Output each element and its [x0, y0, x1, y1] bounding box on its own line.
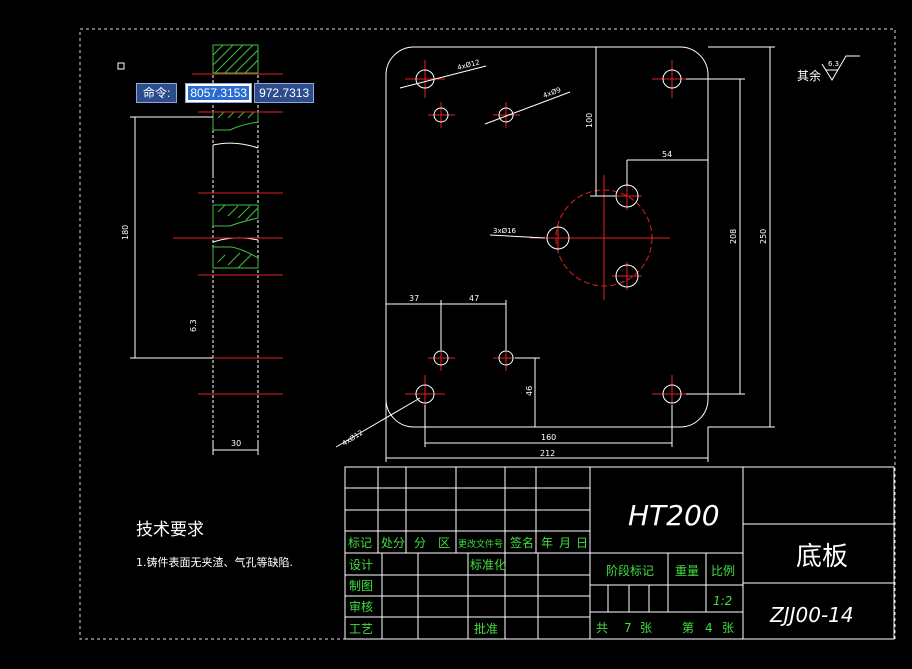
stage-mark-label: 阶段标记 [606, 563, 654, 578]
sheets-unit-1: 张 [640, 621, 652, 635]
dim-180-text: 180 [121, 225, 130, 240]
row-process: 工艺 [349, 622, 373, 636]
hdr-day: 日 [576, 536, 588, 550]
command-label: 命令: [136, 83, 178, 103]
hdr-mark: 标记 [348, 536, 372, 550]
tech-req-line1: 1.铸件表面无夹渣、气孔等缺陷. [136, 555, 293, 569]
hdr-count: 处分 [381, 536, 405, 550]
plate-holes [415, 69, 682, 404]
weight-label: 重量 [675, 564, 699, 578]
dim-6-3-side-text: 6.3 [189, 319, 198, 332]
sheets-total: 7 [624, 621, 632, 635]
front-dimension-lines [335, 46, 775, 462]
hdr-partition-1: 分 [414, 536, 426, 550]
dim-46-text: 46 [525, 386, 534, 396]
y-coordinate-input[interactable]: 972.7313 [254, 83, 315, 103]
dim-160-text: 160 [541, 433, 556, 442]
standardize-label: 标准化 [470, 558, 506, 572]
title-block-grid [344, 466, 895, 640]
side-centerlines [173, 73, 283, 395]
hdr-sign: 签名 [510, 535, 534, 550]
dim-4x12-top-text: 4xØ12 [456, 58, 480, 72]
ucs-marker [117, 62, 125, 70]
hdr-month: 月 [559, 536, 571, 550]
dim-3x16-text: 3xØ16 [493, 227, 517, 235]
sheets-current-prefix: 第 [682, 621, 694, 635]
roughness-rest-label: 其余 [797, 68, 821, 83]
x-coordinate-input[interactable]: 8057.3153 [185, 83, 253, 103]
dim-54-text: 54 [662, 150, 672, 159]
dim-4x9-text: 4xØ9 [542, 86, 562, 100]
title-block-labels: 标记 处分 分 区 更改文件号 签名 年 月 日 设计 制图 审核 工艺 标准化… [348, 535, 735, 636]
hdr-change-doc: 更改文件号 [458, 538, 503, 550]
hdr-partition-2: 区 [438, 536, 450, 550]
roughness-symbol-icon [821, 55, 860, 81]
sheets-total-prefix: 共 [596, 621, 608, 635]
row-check: 审核 [349, 599, 373, 614]
drawing-number-text: ZJJ00-14 [769, 603, 854, 627]
side-dimension-180 [130, 116, 213, 359]
row-design: 设计 [349, 558, 373, 572]
x-coordinate-value: 8057.3153 [188, 86, 250, 100]
approve-label: 批准 [474, 621, 498, 636]
dim-37-text: 37 [409, 294, 419, 303]
dim-47-text: 47 [469, 294, 479, 303]
dim-208-text: 208 [729, 229, 738, 244]
sheets-unit-2: 张 [722, 621, 734, 635]
part-name-text: 底板 [796, 542, 848, 572]
roughness-value: 6.3 [828, 60, 839, 68]
dim-4x12-bottom-text: 4xØ12 [341, 429, 365, 448]
side-dimension-30 [212, 440, 259, 455]
side-view [212, 44, 259, 455]
row-draw: 制图 [349, 579, 373, 593]
hdr-year: 年 [541, 536, 553, 550]
scale-value: 1:2 [713, 594, 732, 608]
dim-100-text: 100 [585, 113, 594, 128]
material-text: HT200 [628, 499, 720, 532]
scale-label: 比例 [711, 564, 735, 578]
sheets-current: 4 [705, 621, 713, 635]
dim-30-text: 30 [231, 439, 241, 448]
dim-212-text: 212 [540, 449, 555, 458]
dynamic-input-box[interactable]: 命令: 8057.3153 972.7313 [136, 83, 315, 103]
tech-req-title: 技术要求 [136, 520, 204, 540]
dim-250-text: 250 [759, 229, 768, 244]
plate-outline [385, 46, 709, 428]
